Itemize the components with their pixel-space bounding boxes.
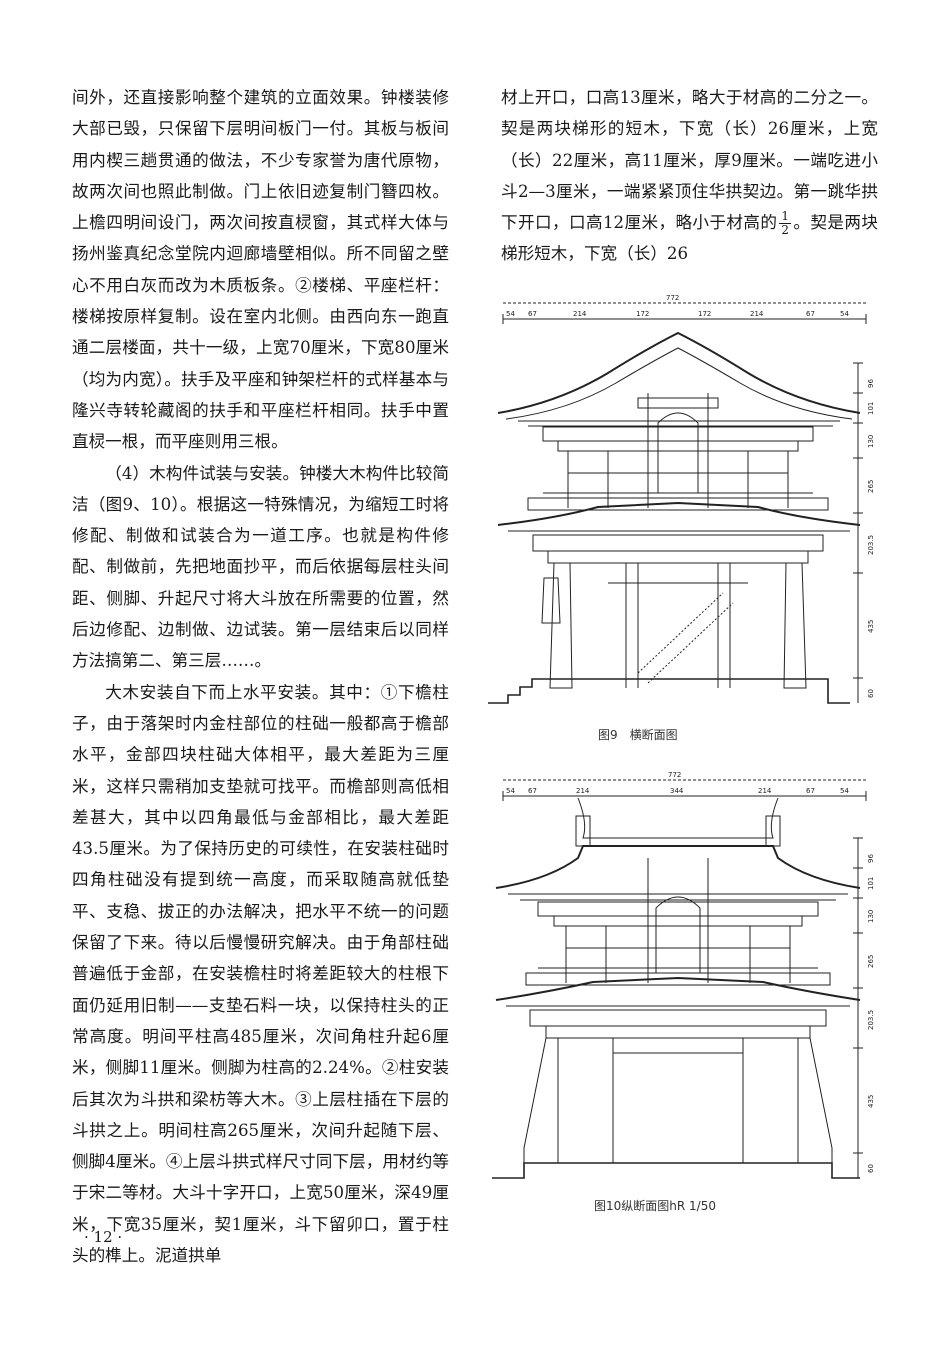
dimension-label: 435	[867, 1095, 875, 1108]
dimension-label: 772	[666, 294, 679, 302]
dimension-label: 54	[840, 310, 849, 318]
dimension-label: 203.5	[867, 535, 875, 555]
dimension-label: 265	[867, 480, 875, 493]
dimension-label: 54	[506, 310, 515, 318]
dimension-label: 67	[806, 787, 815, 795]
paragraph: 材上开口，口高13厘米，略大于材高的二分之一。契是两块梯形的短木，下宽（长）26…	[501, 82, 878, 270]
figure-10-caption: 图10纵断面图hR 1/50	[594, 1199, 716, 1213]
dimension-label: 101	[867, 877, 875, 890]
figure-9-cross-section: 772 54 67 214 172 172 214 67 54 96 101 1…	[488, 293, 888, 713]
dimension-label: 54	[506, 787, 515, 795]
dimension-label: 772	[668, 771, 681, 779]
figure-10-longitudinal-section: 772 54 67 214 344 214 67 54 96 101 130 2…	[488, 768, 888, 1188]
dimension-label: 101	[867, 402, 875, 415]
dimension-label: 67	[528, 310, 537, 318]
dimension-label: 214	[758, 787, 772, 795]
fraction-numerator: 1	[779, 209, 792, 225]
dimension-label: 60	[867, 1164, 875, 1173]
left-text-column: 间外，还直接影响整个建筑的立面效果。钟楼装修大部已毁，只保留下层明间板门一付。其…	[72, 82, 449, 1271]
fraction-denominator: 2	[781, 223, 790, 238]
dimension-label: 67	[806, 310, 815, 318]
figure-9-caption: 图9 横断面图	[598, 728, 678, 742]
dimension-label: 172	[698, 310, 711, 318]
paragraph: 间外，还直接影响整个建筑的立面效果。钟楼装修大部已毁，只保留下层明间板门一付。其…	[72, 88, 449, 452]
right-text-column: 材上开口，口高13厘米，略大于材高的二分之一。契是两块梯形的短木，下宽（长）26…	[501, 82, 878, 270]
longitudinal-section-drawing: 772 54 67 214 344 214 67 54 96 101 130 2…	[492, 771, 875, 1179]
paragraph: （4）木构件试装与安装。钟楼大木构件比较简洁（图9、10）。根据这一特殊情况，为…	[72, 463, 449, 671]
dimension-label: 214	[576, 787, 590, 795]
dimension-label: 96	[867, 854, 875, 863]
dimension-label: 96	[867, 379, 875, 388]
paragraph-text: 材上开口，口高13厘米，略大于材高的二分之一。契是两块梯形的短木，下宽（长）26…	[501, 88, 878, 233]
dimension-label: 172	[636, 310, 649, 318]
dimension-label: 60	[867, 689, 875, 698]
dimension-label: 67	[528, 787, 537, 795]
paragraph: 大木安装自下而上水平安装。其中：①下檐柱子，由于落架时内金柱部位的柱础一般都高于…	[72, 682, 449, 1265]
dimension-label: 265	[867, 955, 875, 968]
cross-section-drawing: 772 54 67 214 172 172 214 67 54 96 101 1…	[488, 294, 875, 704]
dimension-label: 344	[670, 787, 684, 795]
dimension-label: 130	[867, 435, 875, 448]
dimension-label: 214	[573, 310, 587, 318]
page-number: · 12 ·	[84, 1228, 123, 1246]
dimension-label: 435	[867, 620, 875, 633]
dimension-label: 54	[840, 787, 849, 795]
paragraph-text: 。契是两块梯形短木，下宽（长）26	[501, 213, 878, 264]
dimension-label: 203.5	[867, 1010, 875, 1030]
dimension-label: 214	[750, 310, 764, 318]
dimension-label: 130	[867, 910, 875, 923]
